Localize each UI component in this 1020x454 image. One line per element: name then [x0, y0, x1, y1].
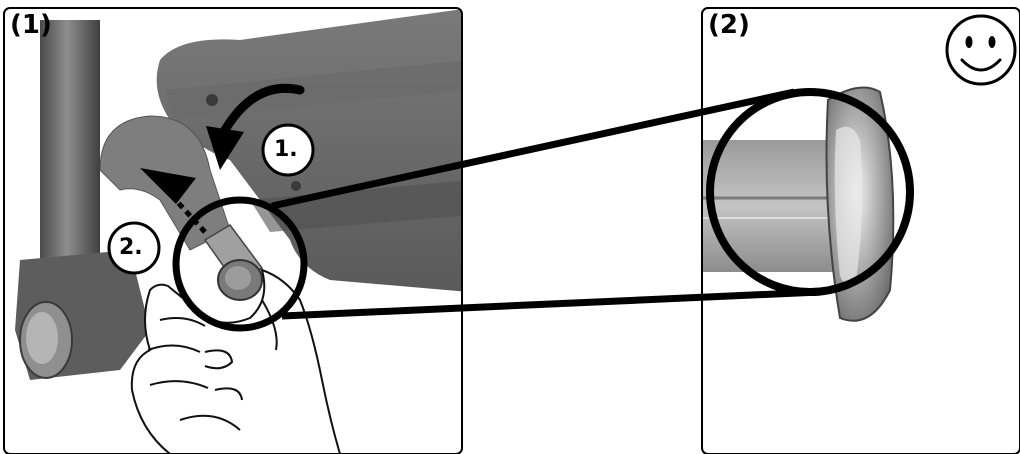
smiley-face-icon: [947, 16, 1015, 84]
step-2-label: 2.: [119, 235, 143, 260]
plate-hole: [291, 181, 301, 191]
panel-1-label: (1): [10, 12, 52, 38]
panel-2-label: (2): [708, 12, 750, 38]
step-1-label: 1.: [274, 137, 298, 162]
joint-cap-highlight: [26, 312, 58, 364]
panel-1-illustration: [15, 8, 470, 454]
panel-2-illustration: [700, 88, 910, 321]
plate-hole: [206, 94, 218, 106]
hex-shaft: [700, 140, 840, 272]
bolt-head-highlight: [835, 127, 863, 285]
hex-bolt: [205, 225, 262, 300]
